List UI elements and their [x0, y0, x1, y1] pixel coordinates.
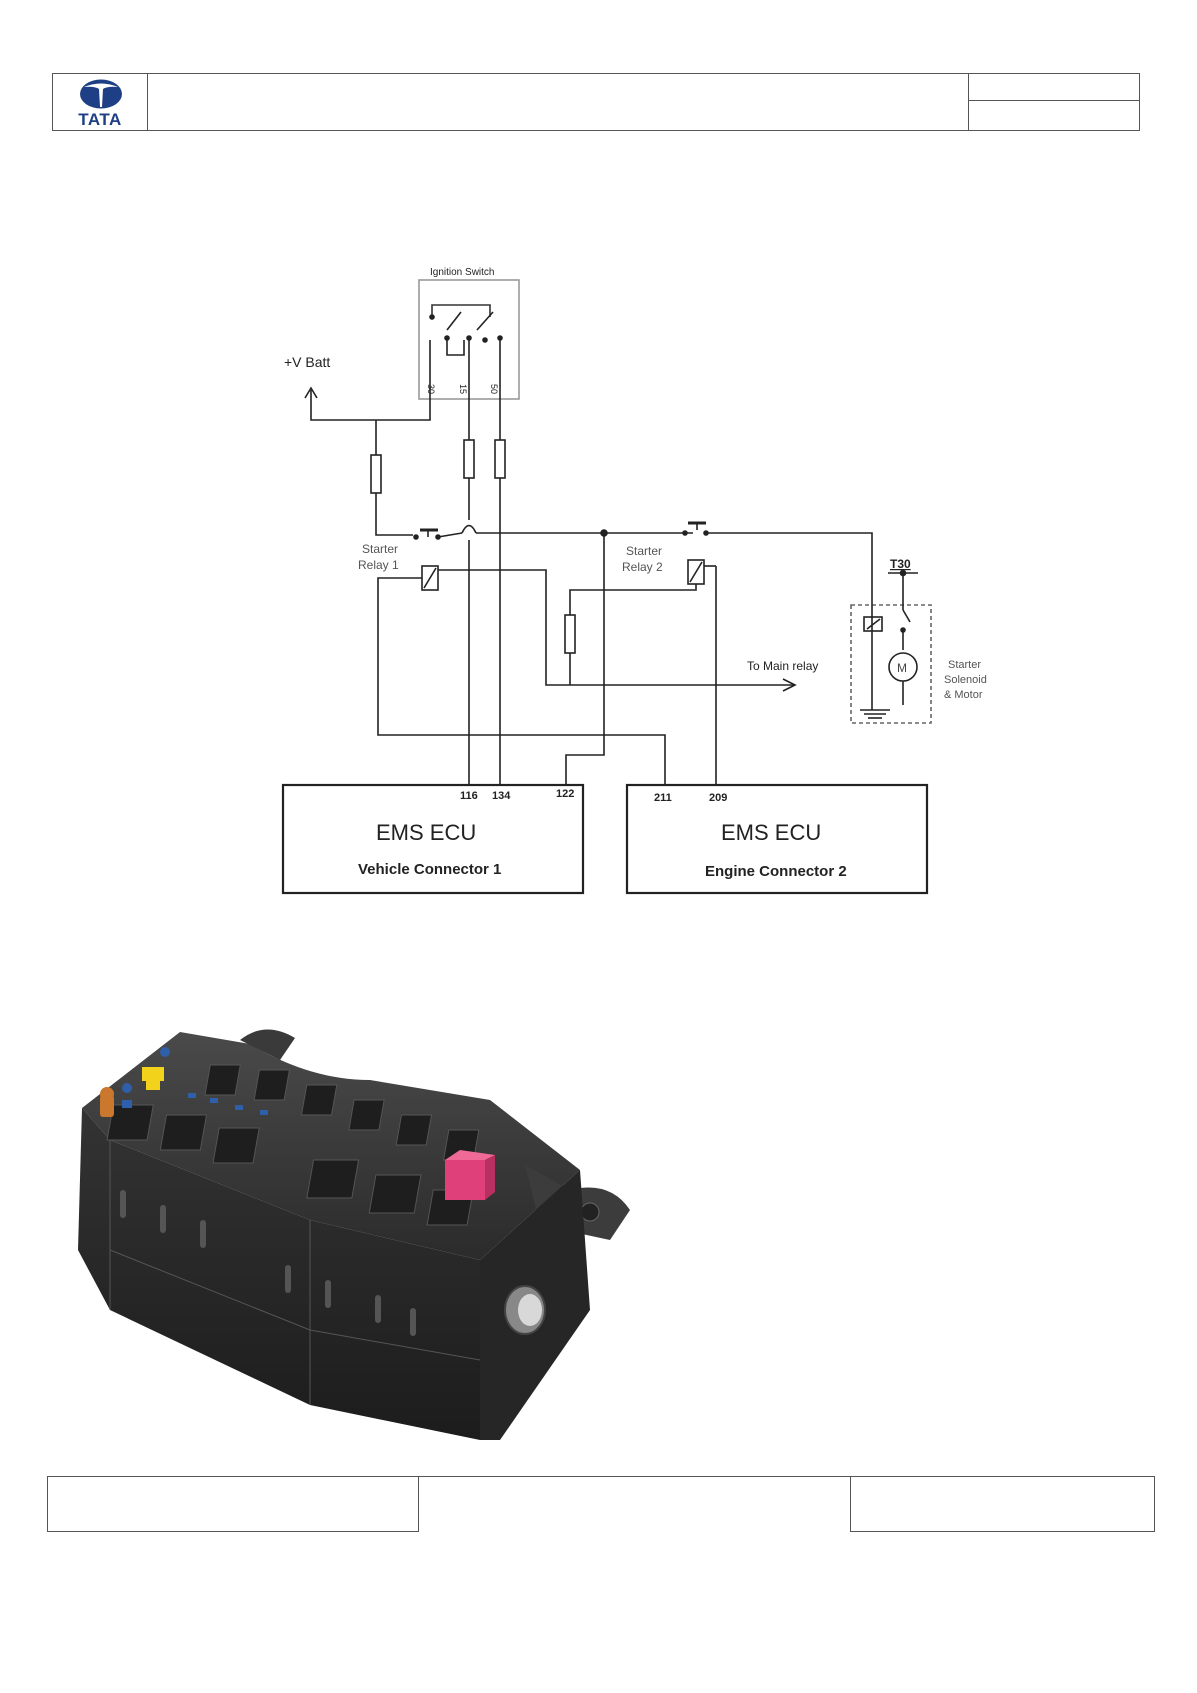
starter-motor-label-3: & Motor: [944, 689, 983, 701]
header-right-cell: [968, 74, 1139, 130]
footer-right-cell: [850, 1476, 1155, 1532]
starter-relay-2-label-2: Relay 2: [622, 560, 663, 574]
footer-middle-line: [418, 1476, 850, 1477]
ems-ecu-2-box: [625, 783, 929, 895]
t30-label: T30: [890, 557, 911, 571]
starter-relay-1-label-1: Starter: [362, 542, 398, 556]
document-footer: [47, 1476, 1155, 1534]
starter-relay-1-label-2: Relay 1: [358, 558, 399, 572]
fuse-1: [370, 454, 382, 494]
pin-30-label: 30: [426, 384, 436, 394]
starter-motor-box: [850, 604, 932, 724]
fuse-3: [494, 439, 506, 479]
ems-ecu-1-box: [281, 783, 585, 895]
starter-motor-label-1: Starter: [948, 659, 981, 671]
starter-motor-label-2: Solenoid: [944, 674, 987, 686]
ecu1-subtitle: Vehicle Connector 1: [358, 861, 501, 878]
logo-text: TATA: [78, 110, 122, 129]
ignition-switch-label: Ignition Switch: [430, 267, 494, 278]
tata-logo-icon: [80, 79, 122, 109]
fuse-4: [564, 614, 576, 654]
ecu1-pin-116: 116: [460, 790, 478, 802]
ecu2-subtitle: Engine Connector 2: [705, 863, 847, 880]
starter-relay-2-label-1: Starter: [626, 544, 662, 558]
pin-50-label: 50: [489, 384, 499, 394]
logo-cell: TATA: [53, 74, 148, 130]
main-relay-label: To Main relay: [747, 659, 818, 673]
starter-circuit-diagram: Ignition Switch 30 15 50 +V Batt Starter…: [281, 267, 987, 895]
motor-symbol: M: [897, 661, 907, 675]
fuse-2: [463, 439, 475, 479]
ecu1-title: EMS ECU: [376, 820, 476, 845]
ecu2-title: EMS ECU: [721, 820, 821, 845]
ecu1-pin-134: 134: [492, 790, 511, 802]
footer-left-cell: [47, 1476, 419, 1532]
pin-15-label: 15: [458, 384, 468, 394]
vbatt-label: +V Batt: [284, 354, 330, 370]
ecu2-pin-209: 209: [709, 792, 727, 804]
ecu1-pin-122: 122: [556, 788, 574, 800]
fuse-relay-box-image: [78, 1029, 630, 1440]
ecu2-pin-211: 211: [654, 792, 672, 804]
document-header: TATA: [52, 73, 1140, 131]
